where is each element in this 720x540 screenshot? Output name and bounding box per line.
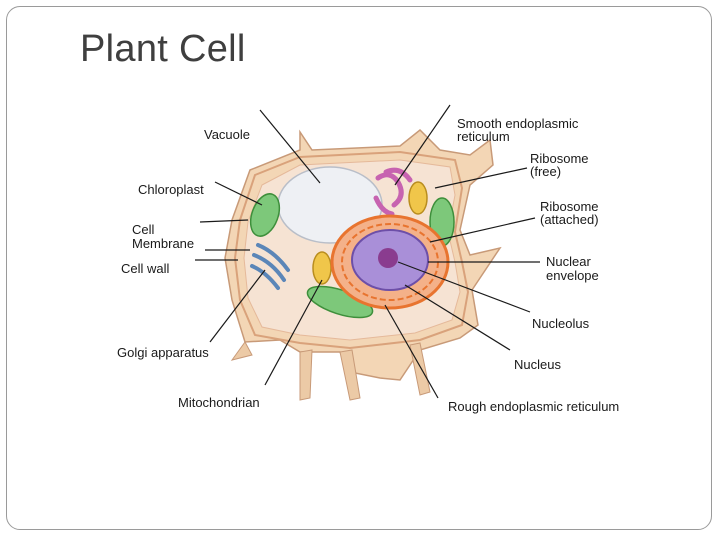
label-smooth-er-line1: Smooth endoplasmic (457, 116, 579, 131)
label-nuclear-envelope-line1: Nuclear (546, 254, 591, 269)
label-ribosome-attached-line1: Ribosome (540, 199, 599, 214)
smooth-er (373, 167, 413, 217)
label-ribosome-free-line1: Ribosome (530, 151, 589, 166)
label-ribosome-attached-line2: (attached) (540, 212, 599, 227)
label-mitochondrion: Mitochondrian (178, 395, 260, 410)
label-nuclear-envelope-line2: envelope (546, 268, 599, 283)
label-cell-membrane-line1: Cell (132, 222, 155, 237)
label-smooth-er-line2: reticulum (457, 129, 510, 144)
label-cell-membrane-line2: Membrane (132, 236, 195, 251)
label-rough-er: Rough endoplasmic reticulum (448, 399, 620, 414)
label-vacuole: Vacuole (204, 127, 251, 142)
label-nucleolus: Nucleolus (532, 316, 590, 331)
golgi-apparatus (250, 243, 290, 290)
label-cell-wall: Cell wall (121, 261, 170, 276)
nucleolus (378, 248, 398, 268)
label-nucleus: Nucleus (514, 357, 561, 372)
nucleus-group (330, 214, 450, 310)
chloroplasts (249, 193, 455, 319)
label-golgi-apparatus: Golgi apparatus (117, 345, 209, 360)
leader-lines (195, 104, 540, 399)
label-chloroplast: Chloroplast (138, 182, 204, 197)
slide-title: Plant Cell (80, 28, 246, 70)
label-ribosome-free-line2: (free) (530, 164, 562, 179)
